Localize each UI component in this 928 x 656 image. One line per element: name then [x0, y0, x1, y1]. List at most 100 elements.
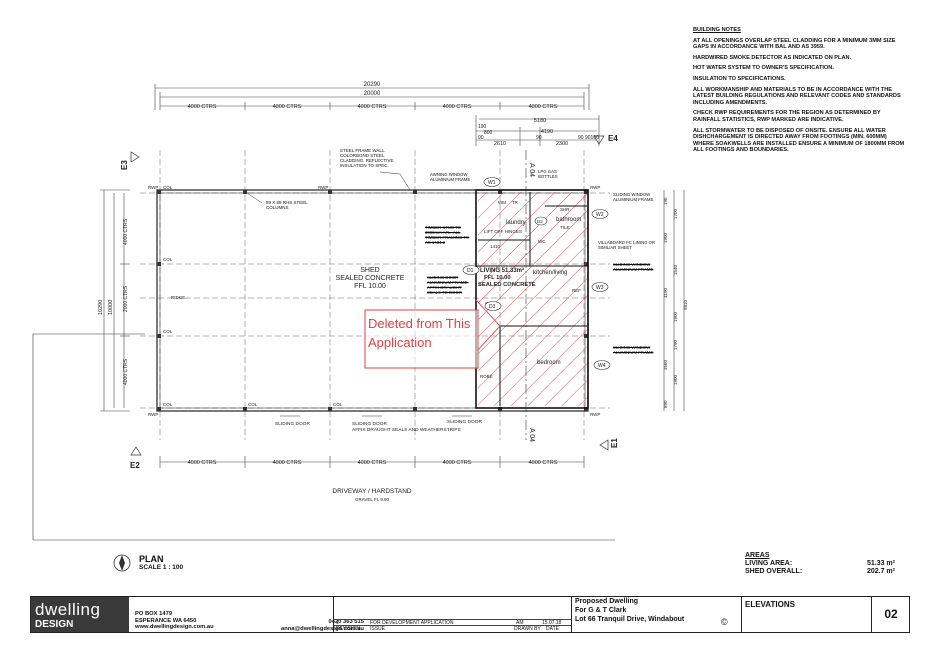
- dwelling-hatch: [478, 192, 588, 406]
- col-label-4: COL: [333, 402, 343, 407]
- dim-5180: 5180: [534, 118, 546, 124]
- shed-area-label: SHED OVERALL:: [745, 568, 803, 575]
- col-label-3: COL: [248, 402, 258, 407]
- tag-w2: W2: [596, 212, 604, 218]
- dim-right-1: 190: [663, 197, 668, 205]
- rev-drawn-by: AM: [516, 620, 524, 626]
- ridge-label: RIDGE: [171, 295, 185, 300]
- gravel-label: GRAVEL FL 9.90: [355, 497, 390, 502]
- dim-bay-2: 4000 CTRS: [273, 104, 302, 110]
- dim-bay-1: 4000 CTRS: [188, 104, 217, 110]
- col-label-6: COL: [163, 329, 173, 334]
- wc-label: WC: [538, 239, 546, 244]
- dim-right-11: 3560: [663, 359, 668, 370]
- plan-title: PLAN: [139, 554, 164, 564]
- building-notes-heading: BUILDING NOTES: [693, 27, 741, 33]
- section-a04-top: A 04: [528, 163, 535, 177]
- marker-e4: E4: [608, 134, 618, 143]
- building-note: ALL STORMWATER TO BE DISPOSED OF ONSITE.…: [693, 127, 905, 154]
- deleted-stamp-box: [364, 309, 479, 369]
- revision-header: REVISION ISSUE DRAWN BY DATE: [334, 625, 572, 632]
- awning-note: AWNING WINDOW ALUMINIUM FRAME: [430, 172, 470, 182]
- project-name: Proposed Dwelling: [575, 598, 639, 605]
- company-address: PO BOX 1479 ESPERANCE WA 6450 www.dwelli…: [135, 611, 214, 631]
- building-note: AT ALL OPENINGS OVERLAP STEEL CLADDING F…: [693, 37, 896, 51]
- liftoff-label: LIFT OFF HINGES: [484, 229, 522, 234]
- tag-d2: D2: [537, 219, 543, 224]
- rev-number: 1: [336, 620, 339, 626]
- copyright-icon: ©: [721, 617, 728, 627]
- phone: 0420 363 515: [328, 619, 364, 625]
- dim-bottom-bay-2: 4000 CTRS: [273, 460, 302, 466]
- dim-overall: 20290: [364, 82, 381, 88]
- rwp-label-4: RWP: [148, 412, 158, 417]
- villaboard-note: VILLABOARD FC LINING OR SIMILIAR SHEET: [598, 240, 655, 250]
- dim-90b: 90: [536, 135, 542, 141]
- tr-label: TR: [512, 200, 519, 205]
- areas-row-living: LIVING AREA: 51.33 m²: [745, 560, 895, 568]
- areas-heading: AREAS: [745, 552, 770, 559]
- steel-frame-leader: [379, 171, 411, 191]
- timber-stud-note: TIMBER STUD TO 3000mm AFL. ALL TIMBER FR…: [425, 225, 469, 245]
- rev-header-date: DATE: [546, 626, 559, 632]
- building-notes: BUILDING NOTES AT ALL OPENINGS OVERLAP S…: [693, 27, 908, 158]
- rwp-label-1: RWP: [148, 185, 158, 190]
- sliding-window-note-1: SLIDING WINDOW ALUMINIUM FRAME: [613, 192, 653, 202]
- rwp-label-5: RWP: [590, 412, 600, 417]
- company-logo: dwelling DESIGN: [31, 597, 129, 632]
- col-label-5: COL: [163, 257, 173, 262]
- sheet-title: ELEVATIONS: [741, 597, 871, 632]
- room-living: LIVING 51.33m²: [480, 267, 524, 274]
- dim-left-total-2: 10000: [108, 300, 114, 315]
- rev-header-revision: REVISION: [336, 626, 360, 632]
- sliding-door-right: SLIDING DOOR: [447, 419, 482, 425]
- dim-left-ctrs-3: 4000 CTRS: [123, 358, 129, 385]
- living-area-value: 51.33 m²: [866, 560, 895, 567]
- shr-label: SHR: [560, 207, 570, 212]
- sliding-window-note-2: SLIDING WINDOW ALUMINIUM FRAME: [613, 262, 653, 272]
- dim-800: 800: [484, 130, 493, 136]
- wm-label: WM: [498, 200, 506, 205]
- rwp-label-3: RWP: [590, 185, 600, 190]
- sliding-door-left: SLIDING DOOR: [275, 421, 310, 427]
- tag-d3: D3: [489, 304, 496, 310]
- dim-bottom-bay-1: 4000 CTRS: [188, 460, 217, 466]
- dim-right-7: 4190: [663, 287, 668, 298]
- sheet-number: 02: [871, 597, 910, 632]
- project-info: Proposed Dwelling For G & T Clark Lot 66…: [571, 597, 741, 632]
- marker-e3: E3: [120, 160, 129, 170]
- room-living-concrete: SEALED CONCRETE: [478, 282, 536, 288]
- compass-icon: [113, 554, 131, 572]
- tag-w4: W4: [598, 363, 606, 369]
- dim-right-8: 1900: [673, 311, 678, 322]
- dim-bottom-bay-4: 4000 CTRS: [443, 460, 472, 466]
- dim-right-12: 1900: [673, 374, 678, 385]
- project-address: Lot 66 Tranquil Drive, Windabout: [575, 616, 685, 623]
- town: ESPERANCE WA 6450: [135, 617, 197, 624]
- dim-right-4: 1700: [673, 208, 678, 219]
- dim-overall-2: 20000: [364, 91, 381, 97]
- steel-frame-note: STEEL FRAME WALL. COLORBOND STEEL CLADDI…: [340, 148, 394, 168]
- revision-table: 1 FOR DEVELOPMENT APPLICATION AM 15.07.1…: [333, 597, 572, 632]
- sliding-door-alu-note: SLIDING DOOR ALUMINIUM FRAME. AFFIX DRAU…: [427, 275, 469, 295]
- deleted-sliding-door-lines: [475, 299, 501, 353]
- tag-w1: W1: [488, 180, 496, 186]
- dim-right-9: 1790: [673, 339, 678, 350]
- tag-w3: W3: [596, 285, 604, 291]
- building-note: CHECK RWP REQUIREMENTS FOR THE REGION AS…: [693, 110, 881, 123]
- driveway-boundary: [32, 333, 145, 540]
- dim-bottom-bay-3: 4000 CTRS: [358, 460, 387, 466]
- dim-4190: 4190: [541, 129, 553, 135]
- dwelling-outline: [475, 189, 589, 409]
- marker-e2-arrow: [130, 446, 142, 456]
- dim-left-ctrs-1: 4000 CTRS: [123, 218, 129, 245]
- internal-walls: [476, 192, 588, 406]
- bottom-dimensions: [159, 456, 585, 468]
- opening-tags: [462, 177, 611, 370]
- dim-190: 190: [478, 124, 487, 130]
- dim-bay-3: 4000 CTRS: [358, 104, 387, 110]
- revision-row: 1 FOR DEVELOPMENT APPLICATION AM 15.07.1…: [334, 619, 572, 626]
- shed-concrete-label: SEALED CONCRETE: [336, 275, 405, 282]
- rhs-note: 89 X 89 RHS STEEL COLUMNS: [266, 200, 308, 210]
- marker-e1: E1: [610, 438, 619, 448]
